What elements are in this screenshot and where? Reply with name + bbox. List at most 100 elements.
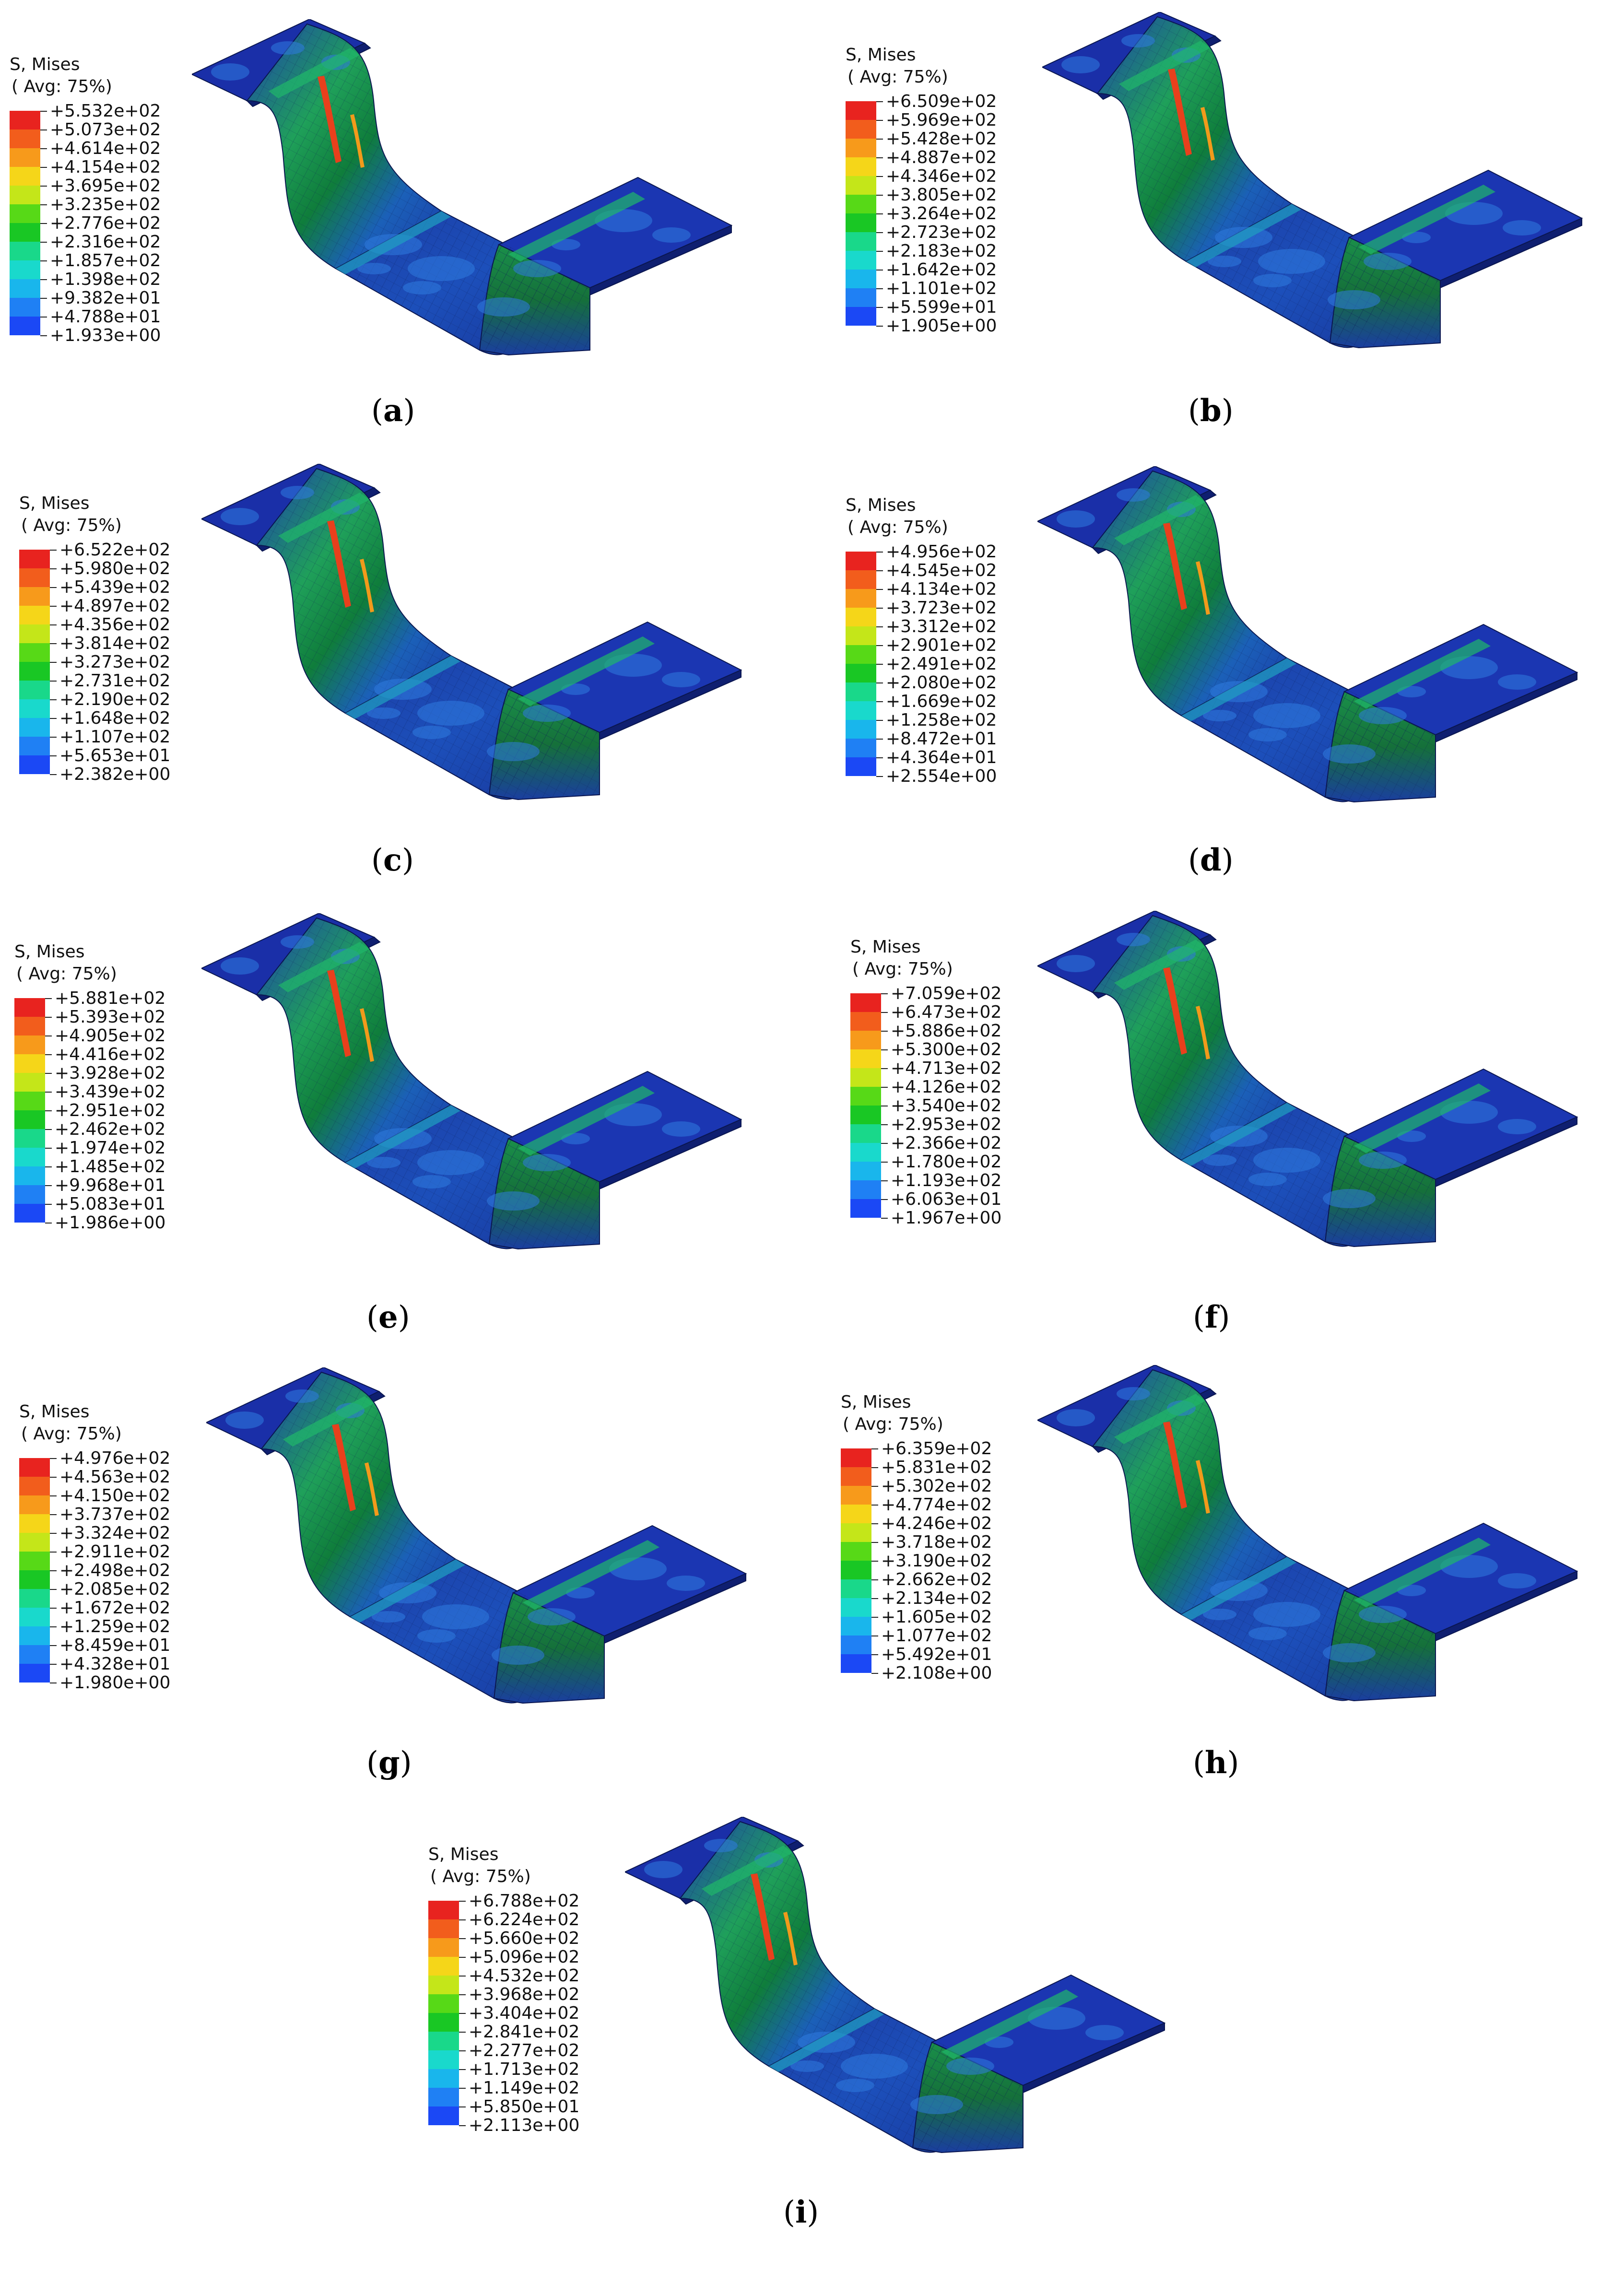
legend-subtitle: ( Avg: 75%)	[843, 1414, 943, 1434]
caption-letter: f	[1204, 1299, 1218, 1335]
legend-tick	[459, 2013, 466, 2014]
stress-region	[790, 2060, 824, 2072]
stress-region	[225, 1412, 264, 1429]
caption-paren: (	[1193, 1745, 1205, 1781]
stress-region	[412, 726, 451, 739]
stress-region	[1121, 34, 1155, 47]
legend-tick	[50, 1589, 57, 1590]
stress-band	[1359, 185, 1495, 254]
legend-value: +5.831e+02	[881, 1458, 992, 1477]
stress-region	[1085, 2025, 1124, 2040]
legend-tick	[40, 186, 47, 187]
legend-color-band	[428, 2106, 459, 2125]
legend-tick	[45, 1148, 52, 1149]
legend-color-band	[10, 279, 40, 298]
legend-color-band	[19, 1552, 50, 1570]
stress-region	[1258, 249, 1325, 274]
legend-color-band	[850, 1162, 881, 1180]
stress-region	[1057, 1409, 1095, 1426]
subfigure-caption: (g)	[366, 1746, 412, 1780]
legend-value: +4.774e+02	[881, 1495, 992, 1515]
legend-value: +5.439e+02	[59, 577, 171, 597]
legend-value: +6.359e+02	[881, 1439, 992, 1459]
legend-subtitle: ( Avg: 75%)	[847, 518, 948, 537]
legend-value: +2.316e+02	[50, 232, 161, 252]
legend-color-band	[846, 288, 876, 307]
legend-value: +4.134e+02	[886, 579, 997, 599]
stress-region	[357, 263, 391, 274]
legend-title: S, Mises	[850, 937, 921, 957]
legend-color-band	[846, 757, 876, 776]
legend-color-band	[10, 223, 40, 242]
fem-model-render	[200, 463, 742, 800]
legend-color-band	[841, 1561, 871, 1579]
legend-tick	[876, 101, 883, 102]
stress-region	[1364, 253, 1412, 270]
legend-value: +6.473e+02	[891, 1002, 1002, 1022]
stress-band	[1114, 1394, 1205, 1444]
high-stress-region	[1196, 1006, 1210, 1059]
legend-tick	[45, 1092, 52, 1093]
legend-value: +6.224e+02	[469, 1910, 580, 1930]
legend-title: S, Mises	[19, 494, 90, 513]
legend-value: +4.614e+02	[50, 139, 161, 158]
stress-band	[278, 493, 369, 543]
stress-region	[1057, 510, 1095, 528]
legend-value: +4.563e+02	[59, 1467, 171, 1487]
legend-color-band	[19, 662, 50, 681]
stress-region	[1498, 674, 1536, 690]
legend-tick	[459, 1957, 466, 1958]
legend-tick	[45, 1185, 52, 1186]
legend-value: +5.969e+02	[886, 110, 997, 130]
legend-tick	[459, 2069, 466, 2070]
subfigure-panel: S, Mises( Avg: 75%)+5.532e+02+5.073e+02+…	[0, 0, 812, 454]
stress-region	[1248, 1173, 1287, 1186]
fem-model	[1041, 11, 1594, 378]
legend-tick	[45, 1054, 52, 1055]
legend-value: +9.968e+01	[55, 1176, 166, 1195]
caption-paren: )	[1221, 393, 1234, 429]
legend-color-band	[841, 1448, 871, 1467]
legend-color-band	[10, 186, 40, 204]
legend-tick	[45, 998, 52, 999]
fem-model-render	[205, 1366, 747, 1704]
legend-color-band	[14, 1035, 45, 1054]
legend-color-band	[841, 1505, 871, 1523]
legend-tick	[50, 1552, 57, 1553]
legend-tick	[876, 195, 883, 196]
caption-paren: (	[371, 843, 383, 878]
legend-value: +6.522e+02	[59, 540, 171, 560]
stress-band	[278, 942, 369, 992]
legend-color-band	[428, 2032, 459, 2050]
legend-value: +4.788e+01	[50, 307, 161, 327]
legend-value: +4.246e+02	[881, 1514, 992, 1533]
stress-band	[518, 1086, 655, 1155]
subfigure-panel: S, Mises( Avg: 75%)+6.509e+02+5.969e+02+…	[812, 0, 1624, 454]
legend-color-band	[14, 1054, 45, 1073]
subfigure-panel: S, Mises( Avg: 75%)+7.059e+02+6.473e+02+…	[812, 908, 1624, 1363]
legend-color-band	[19, 1608, 50, 1626]
legend-tick	[881, 1143, 888, 1144]
legend-subtitle: ( Avg: 75%)	[12, 77, 112, 96]
legend-tick	[871, 1617, 878, 1618]
caption-paren: )	[1218, 1300, 1230, 1335]
legend-value: +1.648e+02	[59, 708, 171, 728]
legend-tick	[881, 1068, 888, 1069]
stress-region	[408, 256, 475, 281]
subfigure-panel: S, Mises( Avg: 75%)+6.788e+02+6.224e+02+…	[404, 1816, 1216, 2271]
legend-color-band	[428, 1957, 459, 1976]
legend-color-band	[846, 570, 876, 589]
legend-tick	[459, 2050, 466, 2051]
legend-tick	[876, 232, 883, 233]
legend-tick	[871, 1486, 878, 1487]
legend-color-band	[19, 1589, 50, 1608]
legend-color-band	[19, 1477, 50, 1495]
legend-tick	[459, 1994, 466, 1995]
legend-value: +1.933e+00	[50, 326, 161, 345]
legend-value: +1.780e+02	[891, 1152, 1002, 1172]
stress-region	[1253, 274, 1292, 287]
legend-scale: +6.359e+02+5.831e+02+5.302e+02+4.774e+02…	[841, 1439, 1023, 1692]
legend-value: +5.302e+02	[881, 1476, 992, 1496]
legend-color-band	[14, 1129, 45, 1148]
legend-color-band	[14, 1110, 45, 1129]
